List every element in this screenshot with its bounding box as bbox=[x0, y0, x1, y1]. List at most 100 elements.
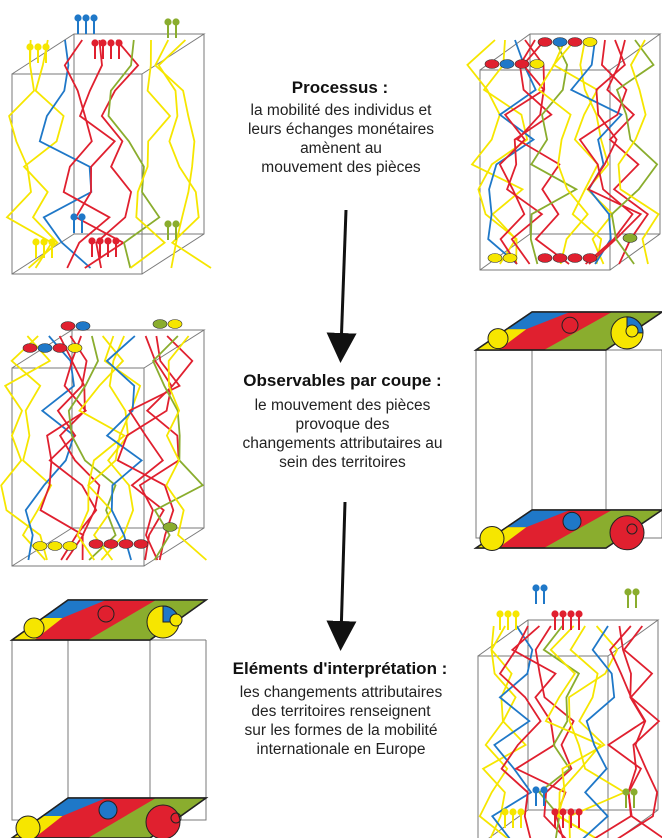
trajectory-line bbox=[466, 39, 525, 265]
person-head-icon bbox=[74, 14, 82, 22]
observables-line: sein des territoires bbox=[279, 454, 406, 471]
person-head-icon bbox=[99, 39, 107, 47]
trajectory-line bbox=[38, 39, 93, 269]
pie-chart-icon bbox=[170, 812, 182, 824]
pie-chart-icon bbox=[145, 804, 181, 838]
person-head-icon bbox=[32, 238, 40, 246]
trajectory-line bbox=[67, 335, 117, 561]
person-head-icon bbox=[551, 610, 559, 618]
trajectory-line bbox=[22, 39, 65, 269]
coin-icon bbox=[88, 539, 104, 549]
person-head-icon bbox=[575, 610, 583, 618]
coin-icon bbox=[22, 343, 38, 353]
coin-icon bbox=[582, 253, 598, 263]
person-head-icon bbox=[567, 610, 575, 618]
person-head-icon bbox=[512, 610, 520, 618]
trajectory-line bbox=[529, 39, 579, 265]
trajectory-line bbox=[582, 625, 616, 838]
coin-icon bbox=[484, 59, 500, 69]
pie-chart-icon bbox=[97, 605, 115, 623]
territory-slab-outline bbox=[473, 509, 662, 549]
cube-side-edge bbox=[141, 34, 205, 275]
processus-line: la mobilité des individus et bbox=[250, 102, 432, 119]
cube-back-edge bbox=[479, 233, 531, 271]
person-head-icon bbox=[496, 610, 504, 618]
person-head-icon bbox=[501, 808, 509, 816]
cube-front-face bbox=[11, 367, 145, 567]
coin-icon bbox=[537, 253, 553, 263]
person-head-icon bbox=[115, 39, 123, 47]
observables-description: le mouvement des pièces provoque des cha… bbox=[215, 396, 470, 472]
trajectory-line bbox=[510, 625, 567, 838]
trajectory-line bbox=[128, 335, 181, 561]
coin-icon bbox=[37, 343, 53, 353]
person-head-icon bbox=[504, 610, 512, 618]
pie-chart-icon bbox=[487, 328, 509, 350]
cube-top-edge bbox=[477, 619, 660, 657]
coin-icon bbox=[502, 253, 518, 263]
trajectory-cube-right bbox=[466, 33, 662, 271]
person-head-icon bbox=[164, 18, 172, 26]
person-head-icon bbox=[82, 14, 90, 22]
flow-arrow bbox=[326, 501, 357, 651]
trajectory-line bbox=[498, 625, 542, 838]
territory-zone bbox=[42, 600, 106, 618]
coin-icon bbox=[47, 541, 63, 551]
trajectory-line bbox=[478, 625, 517, 838]
person-head-icon bbox=[90, 14, 98, 22]
trajectory-line bbox=[105, 335, 144, 561]
trajectory-line bbox=[165, 335, 207, 561]
processus-description: la mobilité des individus et leurs échan… bbox=[210, 101, 472, 177]
trajectory-line bbox=[129, 39, 172, 269]
cube-top-edge bbox=[11, 33, 206, 75]
pie-chart-icon bbox=[479, 526, 505, 551]
trajectory-line bbox=[586, 39, 643, 265]
coin-icon bbox=[167, 319, 183, 329]
coin-icon bbox=[567, 253, 583, 263]
trajectory-line bbox=[506, 39, 553, 265]
trajectory-line bbox=[24, 335, 75, 561]
interpretation-line: internationale en Europe bbox=[256, 741, 426, 758]
territory-zone bbox=[506, 312, 570, 330]
person-head-icon bbox=[107, 39, 115, 47]
interpretation-line: sur les formes de la mobilité bbox=[244, 722, 438, 739]
coin-icon bbox=[537, 37, 553, 47]
observables-line: le mouvement des pièces bbox=[254, 397, 431, 414]
coin-icon bbox=[622, 233, 638, 243]
pie-chart-icon bbox=[15, 815, 41, 838]
coin-icon bbox=[487, 253, 503, 263]
trajectory-line bbox=[95, 39, 140, 269]
interpretation-line: les changements attributaires bbox=[239, 684, 443, 701]
trajectory-line bbox=[578, 39, 634, 265]
person-head-icon bbox=[559, 610, 567, 618]
coin-icon bbox=[32, 541, 48, 551]
trajectory-line bbox=[534, 625, 575, 838]
trajectory-line bbox=[537, 39, 589, 265]
pie-chart-icon bbox=[609, 515, 645, 551]
coin-icon bbox=[582, 37, 598, 47]
person-head-icon bbox=[540, 786, 548, 794]
person-head-icon bbox=[567, 808, 575, 816]
flow-arrow bbox=[326, 209, 357, 363]
trajectory-line bbox=[609, 625, 659, 838]
person-head-icon bbox=[26, 43, 34, 51]
trajectory-line bbox=[138, 335, 194, 561]
trajectory-line bbox=[157, 39, 212, 269]
territory-cube-left bbox=[9, 599, 209, 838]
trajectory-cube-middle bbox=[0, 319, 207, 567]
trajectory-line bbox=[498, 39, 546, 265]
coin-icon bbox=[62, 541, 78, 551]
territory-slab-outline bbox=[9, 599, 209, 641]
territory-cube-right bbox=[473, 311, 662, 551]
pie-chart-icon bbox=[562, 511, 582, 531]
trajectory-line bbox=[544, 625, 602, 838]
trajectory-line bbox=[569, 39, 623, 265]
person-head-icon bbox=[164, 220, 172, 228]
coin-icon bbox=[152, 319, 168, 329]
territory-slab-outline bbox=[10, 797, 209, 838]
person-head-icon bbox=[540, 584, 548, 592]
person-head-icon bbox=[172, 220, 180, 228]
person-head-icon bbox=[551, 808, 559, 816]
pie-chart-icon bbox=[23, 617, 45, 639]
person-head-icon bbox=[172, 18, 180, 26]
